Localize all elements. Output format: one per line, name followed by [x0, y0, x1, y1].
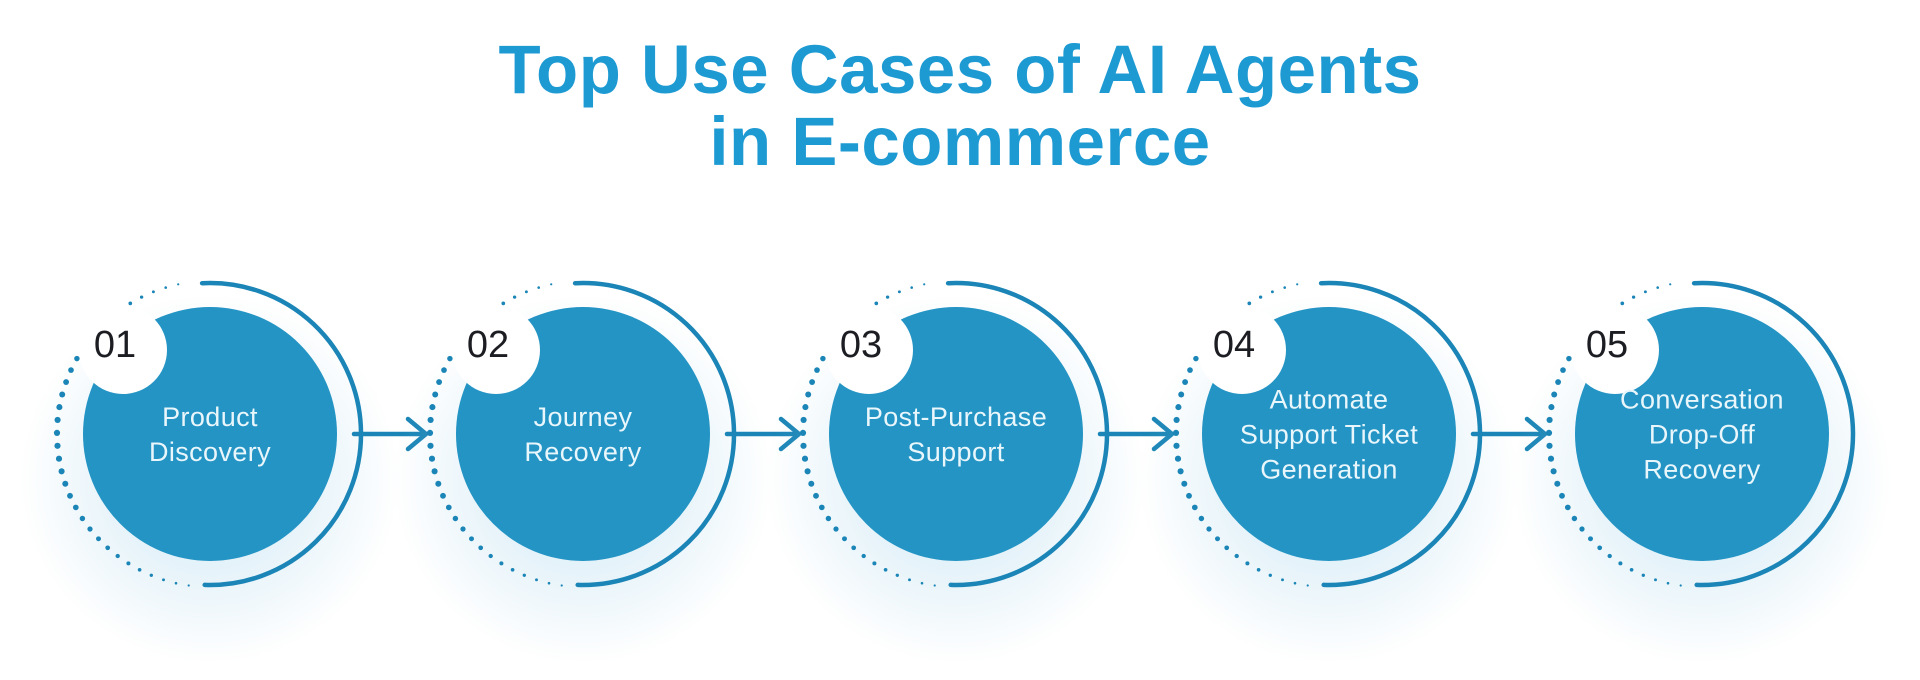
step-number: 02 [467, 324, 509, 366]
step-label-line: Conversation [1620, 385, 1784, 415]
step-number-badge [1571, 306, 1659, 394]
dotted-ring-arc [53, 283, 190, 587]
title-line-1: Top Use Cases of AI Agents [498, 31, 1422, 108]
step-label-line: Recovery [524, 437, 641, 467]
step-number: 03 [840, 324, 882, 366]
solid-ring-arc [1691, 280, 1856, 588]
step-label-line: Automate [1270, 385, 1389, 415]
step-number-badge [1198, 306, 1286, 394]
step-number-badge [79, 306, 167, 394]
step-number-badge [825, 306, 913, 394]
step-number: 01 [94, 324, 136, 366]
step-label-line: Journey [534, 402, 633, 432]
step-number: 04 [1213, 324, 1255, 366]
step-label-line: Drop-Off [1649, 420, 1755, 450]
title-line-2: in E-commerce [709, 103, 1211, 180]
step-label-line: Generation [1260, 455, 1398, 485]
step-number: 05 [1586, 324, 1628, 366]
step-label-line: Post-Purchase [865, 402, 1047, 432]
step-label-line: Support Ticket [1240, 420, 1418, 450]
step-label-line: Recovery [1643, 455, 1760, 485]
step-number-badge [452, 306, 540, 394]
step-label-line: Product [162, 402, 258, 432]
page-title: Top Use Cases of AI Agents in E-commerce [0, 34, 1920, 178]
dotted-ring-arc [799, 283, 936, 587]
step-label-line: Discovery [149, 437, 271, 467]
step-label-line: Support [907, 437, 1004, 467]
